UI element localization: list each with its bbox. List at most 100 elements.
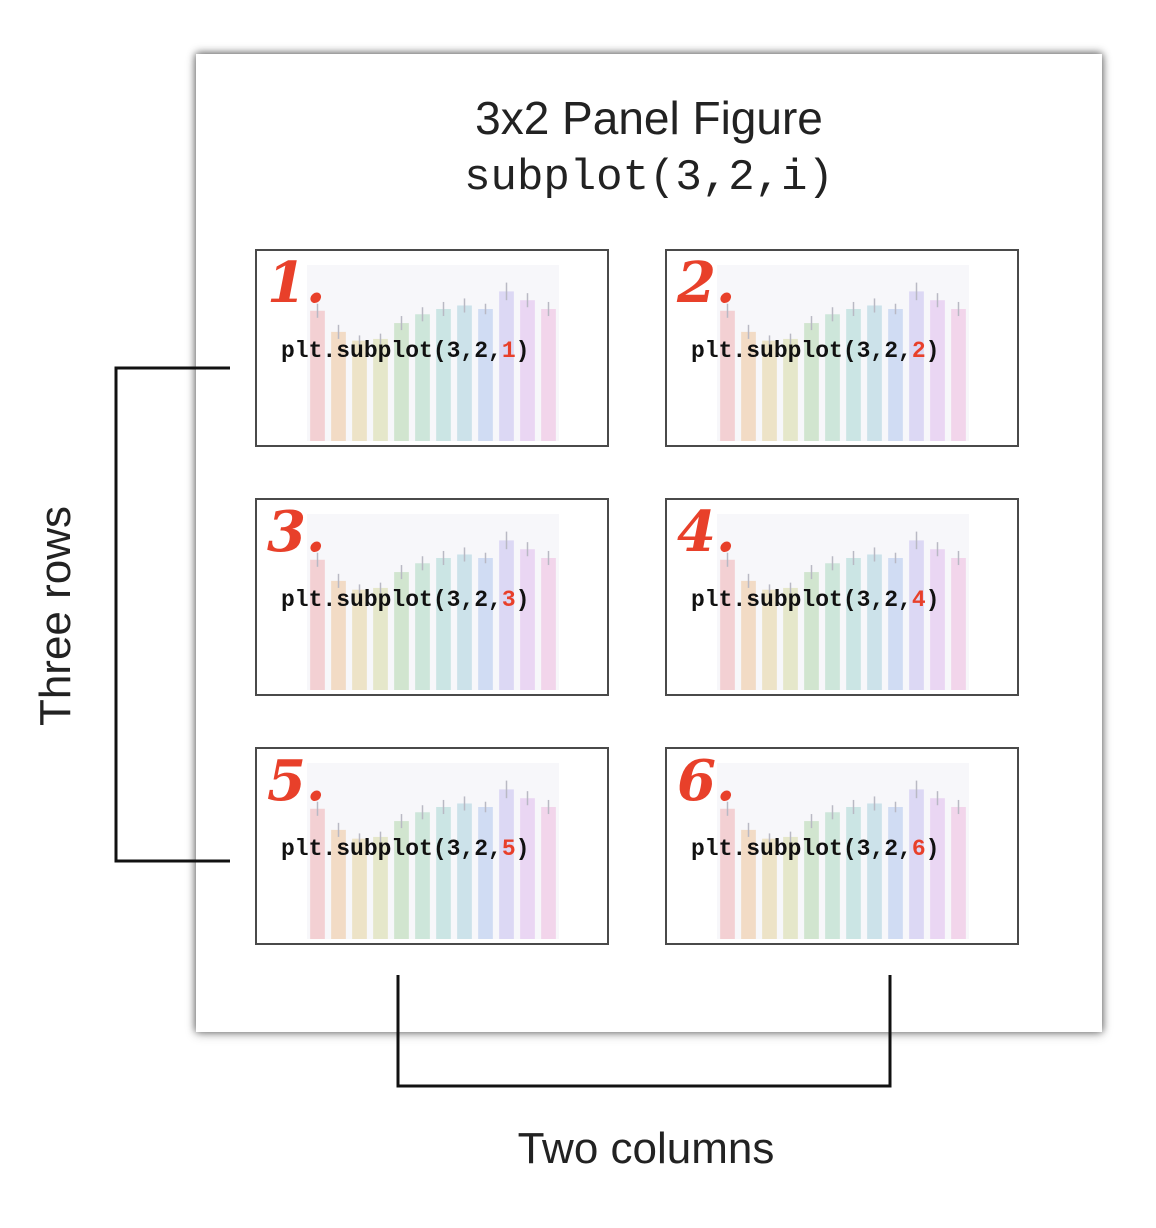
subplot-code-suffix: ) <box>925 587 940 613</box>
bar <box>331 580 346 690</box>
bar <box>457 803 472 939</box>
bar <box>352 340 367 441</box>
plot-background <box>717 514 969 690</box>
bar <box>478 558 493 690</box>
bar <box>436 558 451 690</box>
bar <box>415 563 430 690</box>
bar <box>888 558 903 690</box>
subplot-code-prefix: plt.subplot(3,2, <box>691 338 912 364</box>
subplot-code: plt.subplot(3,2,6) <box>691 835 939 863</box>
panel-number: 4. <box>677 499 736 565</box>
bar <box>825 812 840 939</box>
bar <box>331 829 346 939</box>
subplot-code-suffix: ) <box>925 836 940 862</box>
subplot-code-prefix: plt.subplot(3,2, <box>281 836 502 862</box>
bar <box>415 314 430 441</box>
bar <box>520 300 535 441</box>
rows-bracket <box>114 366 230 863</box>
bar <box>867 554 882 690</box>
bar <box>394 572 409 690</box>
subplot-index: 6 <box>911 836 926 862</box>
bar <box>499 789 514 939</box>
bar <box>436 807 451 939</box>
bar <box>541 558 556 690</box>
subplot-index: 4 <box>911 587 926 613</box>
bar <box>909 291 924 441</box>
subplot-code-suffix: ) <box>925 338 940 364</box>
bar <box>352 589 367 690</box>
bar <box>951 309 966 441</box>
subplot-code: plt.subplot(3,2,1) <box>281 337 529 365</box>
subplot-code-suffix: ) <box>515 836 530 862</box>
bar <box>762 838 777 939</box>
subplot-index: 1 <box>501 338 516 364</box>
plot-background <box>717 265 969 441</box>
bar-chart-thumbnail <box>307 763 559 939</box>
bar <box>951 807 966 939</box>
bar <box>457 554 472 690</box>
bar <box>909 540 924 690</box>
bar <box>762 340 777 441</box>
subplot-panel-4: 4. plt.subplot(3,2,4) <box>665 498 1019 696</box>
bar <box>436 309 451 441</box>
plot-background <box>307 514 559 690</box>
rows-label: Three rows <box>31 505 80 727</box>
bar <box>888 807 903 939</box>
bar <box>520 798 535 939</box>
bar <box>457 305 472 441</box>
bar-chart-thumbnail <box>307 265 559 441</box>
bar <box>373 587 388 690</box>
columns-bracket <box>396 975 892 1088</box>
subplot-code-prefix: plt.subplot(3,2, <box>281 587 502 613</box>
figure-title: 3x2 Panel Figure <box>475 92 823 144</box>
panel-number: 3. <box>267 499 326 565</box>
bar <box>720 559 735 690</box>
bar <box>478 807 493 939</box>
plot-background <box>717 763 969 939</box>
bar-chart-thumbnail <box>717 265 969 441</box>
subplot-code: plt.subplot(3,2,5) <box>281 835 529 863</box>
bar <box>951 558 966 690</box>
bar <box>720 310 735 441</box>
subplot-code: plt.subplot(3,2,4) <box>691 586 939 614</box>
subplot-index: 5 <box>501 836 516 862</box>
bar <box>741 829 756 939</box>
bar <box>888 309 903 441</box>
bar <box>541 309 556 441</box>
bar <box>846 309 861 441</box>
subplot-code-prefix: plt.subplot(3,2, <box>691 836 912 862</box>
subplot-panel-6: 6. plt.subplot(3,2,6) <box>665 747 1019 945</box>
subplot-index: 2 <box>911 338 926 364</box>
bar <box>499 291 514 441</box>
bar <box>394 323 409 441</box>
bar <box>310 310 325 441</box>
subplot-code-prefix: plt.subplot(3,2, <box>281 338 502 364</box>
bar-chart-thumbnail <box>717 514 969 690</box>
subplot-code-prefix: plt.subplot(3,2, <box>691 587 912 613</box>
bar-chart-thumbnail <box>717 763 969 939</box>
subplot-panel-1: 1. plt.subplot(3,2,1) <box>255 249 609 447</box>
bar <box>867 305 882 441</box>
bar <box>783 587 798 690</box>
bar <box>825 314 840 441</box>
bar <box>310 808 325 939</box>
bar <box>541 807 556 939</box>
plot-background <box>307 265 559 441</box>
subplot-panel-5: 5. plt.subplot(3,2,5) <box>255 747 609 945</box>
panel-number: 2. <box>677 250 736 316</box>
bar <box>331 331 346 441</box>
bar <box>846 807 861 939</box>
bar <box>394 821 409 939</box>
subplot-code: plt.subplot(3,2,2) <box>691 337 939 365</box>
subplot-index: 3 <box>501 587 516 613</box>
bar <box>720 808 735 939</box>
subplot-code: plt.subplot(3,2,3) <box>281 586 529 614</box>
bar <box>783 836 798 939</box>
bar <box>741 580 756 690</box>
subplot-panel-3: 3. plt.subplot(3,2,3) <box>255 498 609 696</box>
bar <box>499 540 514 690</box>
bar <box>930 300 945 441</box>
bar <box>804 572 819 690</box>
